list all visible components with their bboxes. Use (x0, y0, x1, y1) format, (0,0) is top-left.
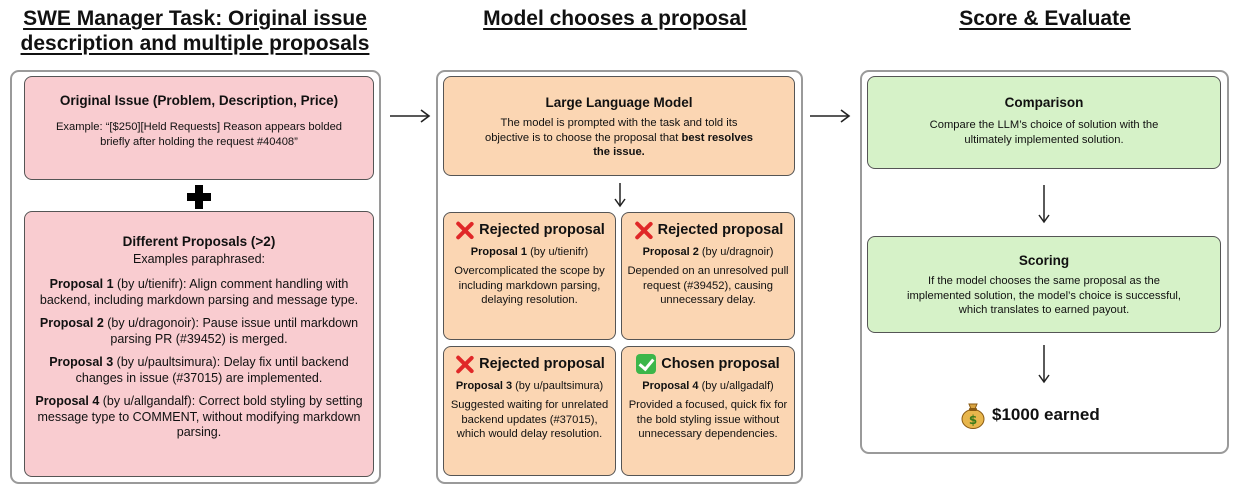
card-proposal-label: Proposal 4 (by u/allgadalf) (642, 380, 774, 392)
left-title-line1: SWE Manager Task: Original issue (23, 7, 367, 30)
llm-header: Large Language Model (545, 95, 693, 110)
card-proposal-label: Proposal 1 (by u/tienifr) (470, 246, 589, 258)
card-description: Depended on an unresolved pull request (… (627, 265, 789, 306)
right-column-title: Score & Evaluate (959, 7, 1131, 30)
svg-text:$: $ (969, 413, 977, 427)
card-description: Suggested waiting for unrelated backend … (450, 399, 609, 440)
plus-icon (185, 183, 213, 211)
red-x-icon (454, 220, 474, 240)
card-status: Chosen proposal (661, 356, 780, 372)
llm-box: Large Language Model The model is prompt… (443, 76, 795, 176)
original-issue-header: Original Issue (Problem, Description, Pr… (59, 93, 339, 108)
proposal-item-3: Proposal 3 (by u/paultsimura): Delay fix… (49, 355, 349, 385)
card-proposal-label: Proposal 3 (by u/paultsimura) (455, 380, 604, 392)
original-issue-example: Example: “[$250][Held Requests] Reason a… (55, 121, 343, 148)
card-status: Rejected proposal (657, 222, 784, 238)
proposals-header: Different Proposals (>2) (122, 234, 276, 249)
middle-column-title: Model chooses a proposal (483, 7, 747, 30)
scoring-box: Scoring If the model chooses the same pr… (867, 236, 1221, 333)
comparison-box: Comparison Compare the LLM’s choice of s… (867, 76, 1221, 169)
arrow-down-icon (1036, 184, 1052, 229)
arrow-right-icon (808, 108, 852, 129)
proposals-subheader: Examples paraphrased: (132, 252, 266, 266)
original-issue-box: Original Issue (Problem, Description, Pr… (24, 76, 374, 180)
card-proposal-label: Proposal 2 (by u/dragnoir) (642, 246, 774, 258)
scoring-text: If the model chooses the same proposal a… (906, 275, 1182, 316)
left-title-line2: description and multiple proposals (20, 32, 370, 55)
comparison-header: Comparison (1004, 95, 1084, 110)
red-x-icon (454, 354, 474, 374)
proposal-item-1: Proposal 1 (by u/tienifr): Align comment… (39, 277, 359, 307)
card-status: Rejected proposal (479, 222, 605, 238)
arrow-right-icon (388, 108, 432, 129)
left-column-title: SWE Manager Task: Original issue descrip… (0, 6, 390, 56)
red-x-icon (633, 220, 653, 240)
card-description: Provided a focused, quick fix for the bo… (628, 399, 788, 440)
proposal-item-2: Proposal 2 (by u/dragonoir): Pause issue… (39, 316, 359, 346)
money-bag-icon: $ (960, 401, 986, 429)
proposal-card-2: Rejected proposal Proposal 2 (by u/dragn… (621, 212, 795, 340)
arrow-down-icon (1036, 344, 1052, 389)
card-description: Overcomplicated the scope by including m… (454, 265, 605, 306)
earned-row: $ $1000 earned (960, 400, 1140, 430)
llm-description: The model is prompted with the task and … (484, 117, 754, 158)
proposals-box: Different Proposals (>2) Examples paraph… (24, 211, 374, 477)
scoring-header: Scoring (1018, 253, 1070, 268)
card-status: Rejected proposal (479, 356, 605, 372)
comparison-text: Compare the LLM’s choice of solution wit… (929, 119, 1159, 146)
earned-amount: $1000 earned (992, 405, 1100, 424)
proposal-card-4: Chosen proposal Proposal 4 (by u/allgada… (621, 346, 795, 476)
proposal-item-4: Proposal 4 (by u/allgandalf): Correct bo… (35, 394, 363, 439)
green-check-icon (636, 354, 657, 374)
proposal-card-1: Rejected proposal Proposal 1 (by u/tieni… (443, 212, 616, 340)
arrow-down-icon (612, 182, 628, 213)
proposal-card-3: Rejected proposal Proposal 3 (by u/pault… (443, 346, 616, 476)
